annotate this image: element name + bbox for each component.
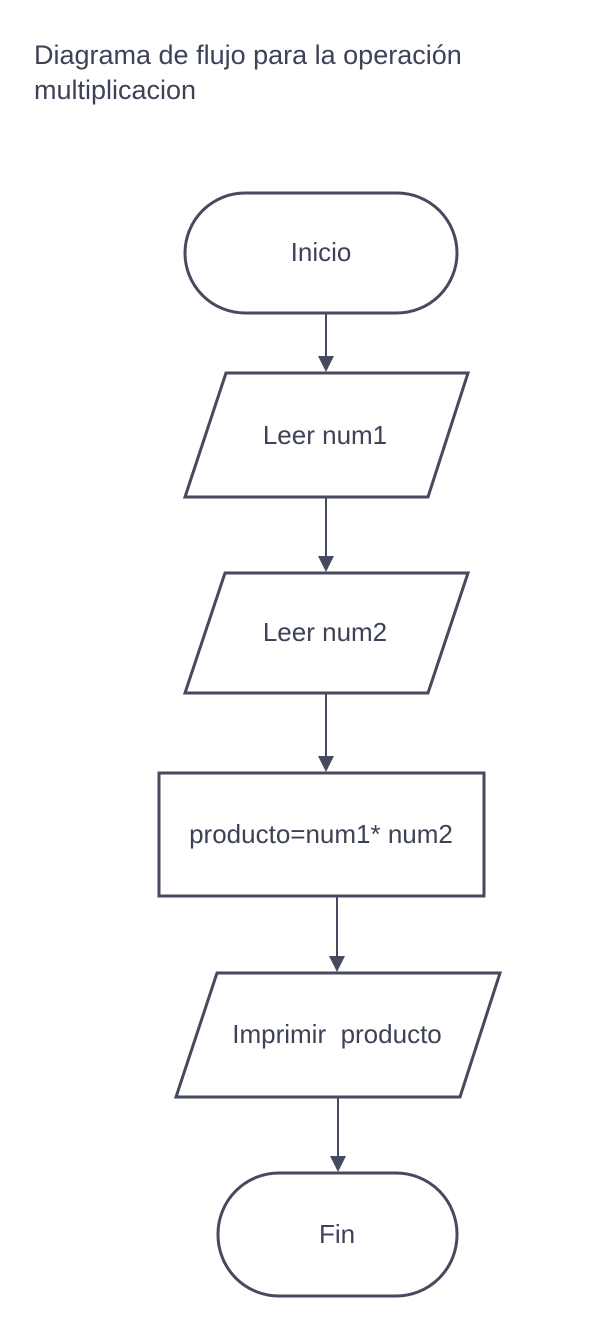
input-output-shape — [182, 371, 471, 499]
connector-imprimir-fin — [330, 1097, 346, 1172]
node-leer-num1: Leer num1 — [182, 371, 471, 499]
node-fin: Fin — [216, 1171, 459, 1298]
node-imprimir-producto: Imprimir producto — [173, 971, 503, 1099]
node-label: Leer num1 — [263, 420, 387, 450]
node-label: producto=num1* num2 — [189, 819, 453, 849]
terminal-shape — [183, 191, 459, 315]
node-inicio: Inicio — [183, 191, 459, 315]
connector-inicio-leer1 — [318, 313, 334, 372]
process-shape — [157, 771, 486, 898]
terminal-shape — [216, 1171, 459, 1298]
connector-leer2-proceso — [318, 693, 334, 772]
connector-proceso-imprimir — [329, 897, 345, 972]
input-output-shape — [182, 571, 471, 695]
diagram-title: Diagrama de flujo para la operación mult… — [34, 40, 462, 105]
node-label: Leer num2 — [263, 617, 387, 647]
node-label: Fin — [319, 1219, 355, 1249]
connector-leer1-leer2 — [318, 497, 334, 572]
node-leer-num2: Leer num2 — [182, 571, 471, 695]
node-producto: producto=num1* num2 — [157, 771, 486, 898]
node-label: Inicio — [291, 237, 352, 267]
node-label: Imprimir producto — [232, 1019, 442, 1049]
input-output-shape — [173, 971, 503, 1099]
